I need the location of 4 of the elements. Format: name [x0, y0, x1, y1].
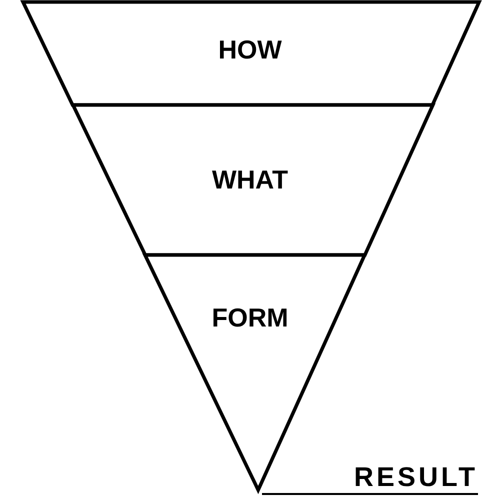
band-label: HOW: [218, 34, 282, 66]
band-label: WHAT: [212, 164, 288, 196]
result-label: RESULT: [262, 462, 478, 495]
band-label: FORM: [212, 302, 288, 334]
